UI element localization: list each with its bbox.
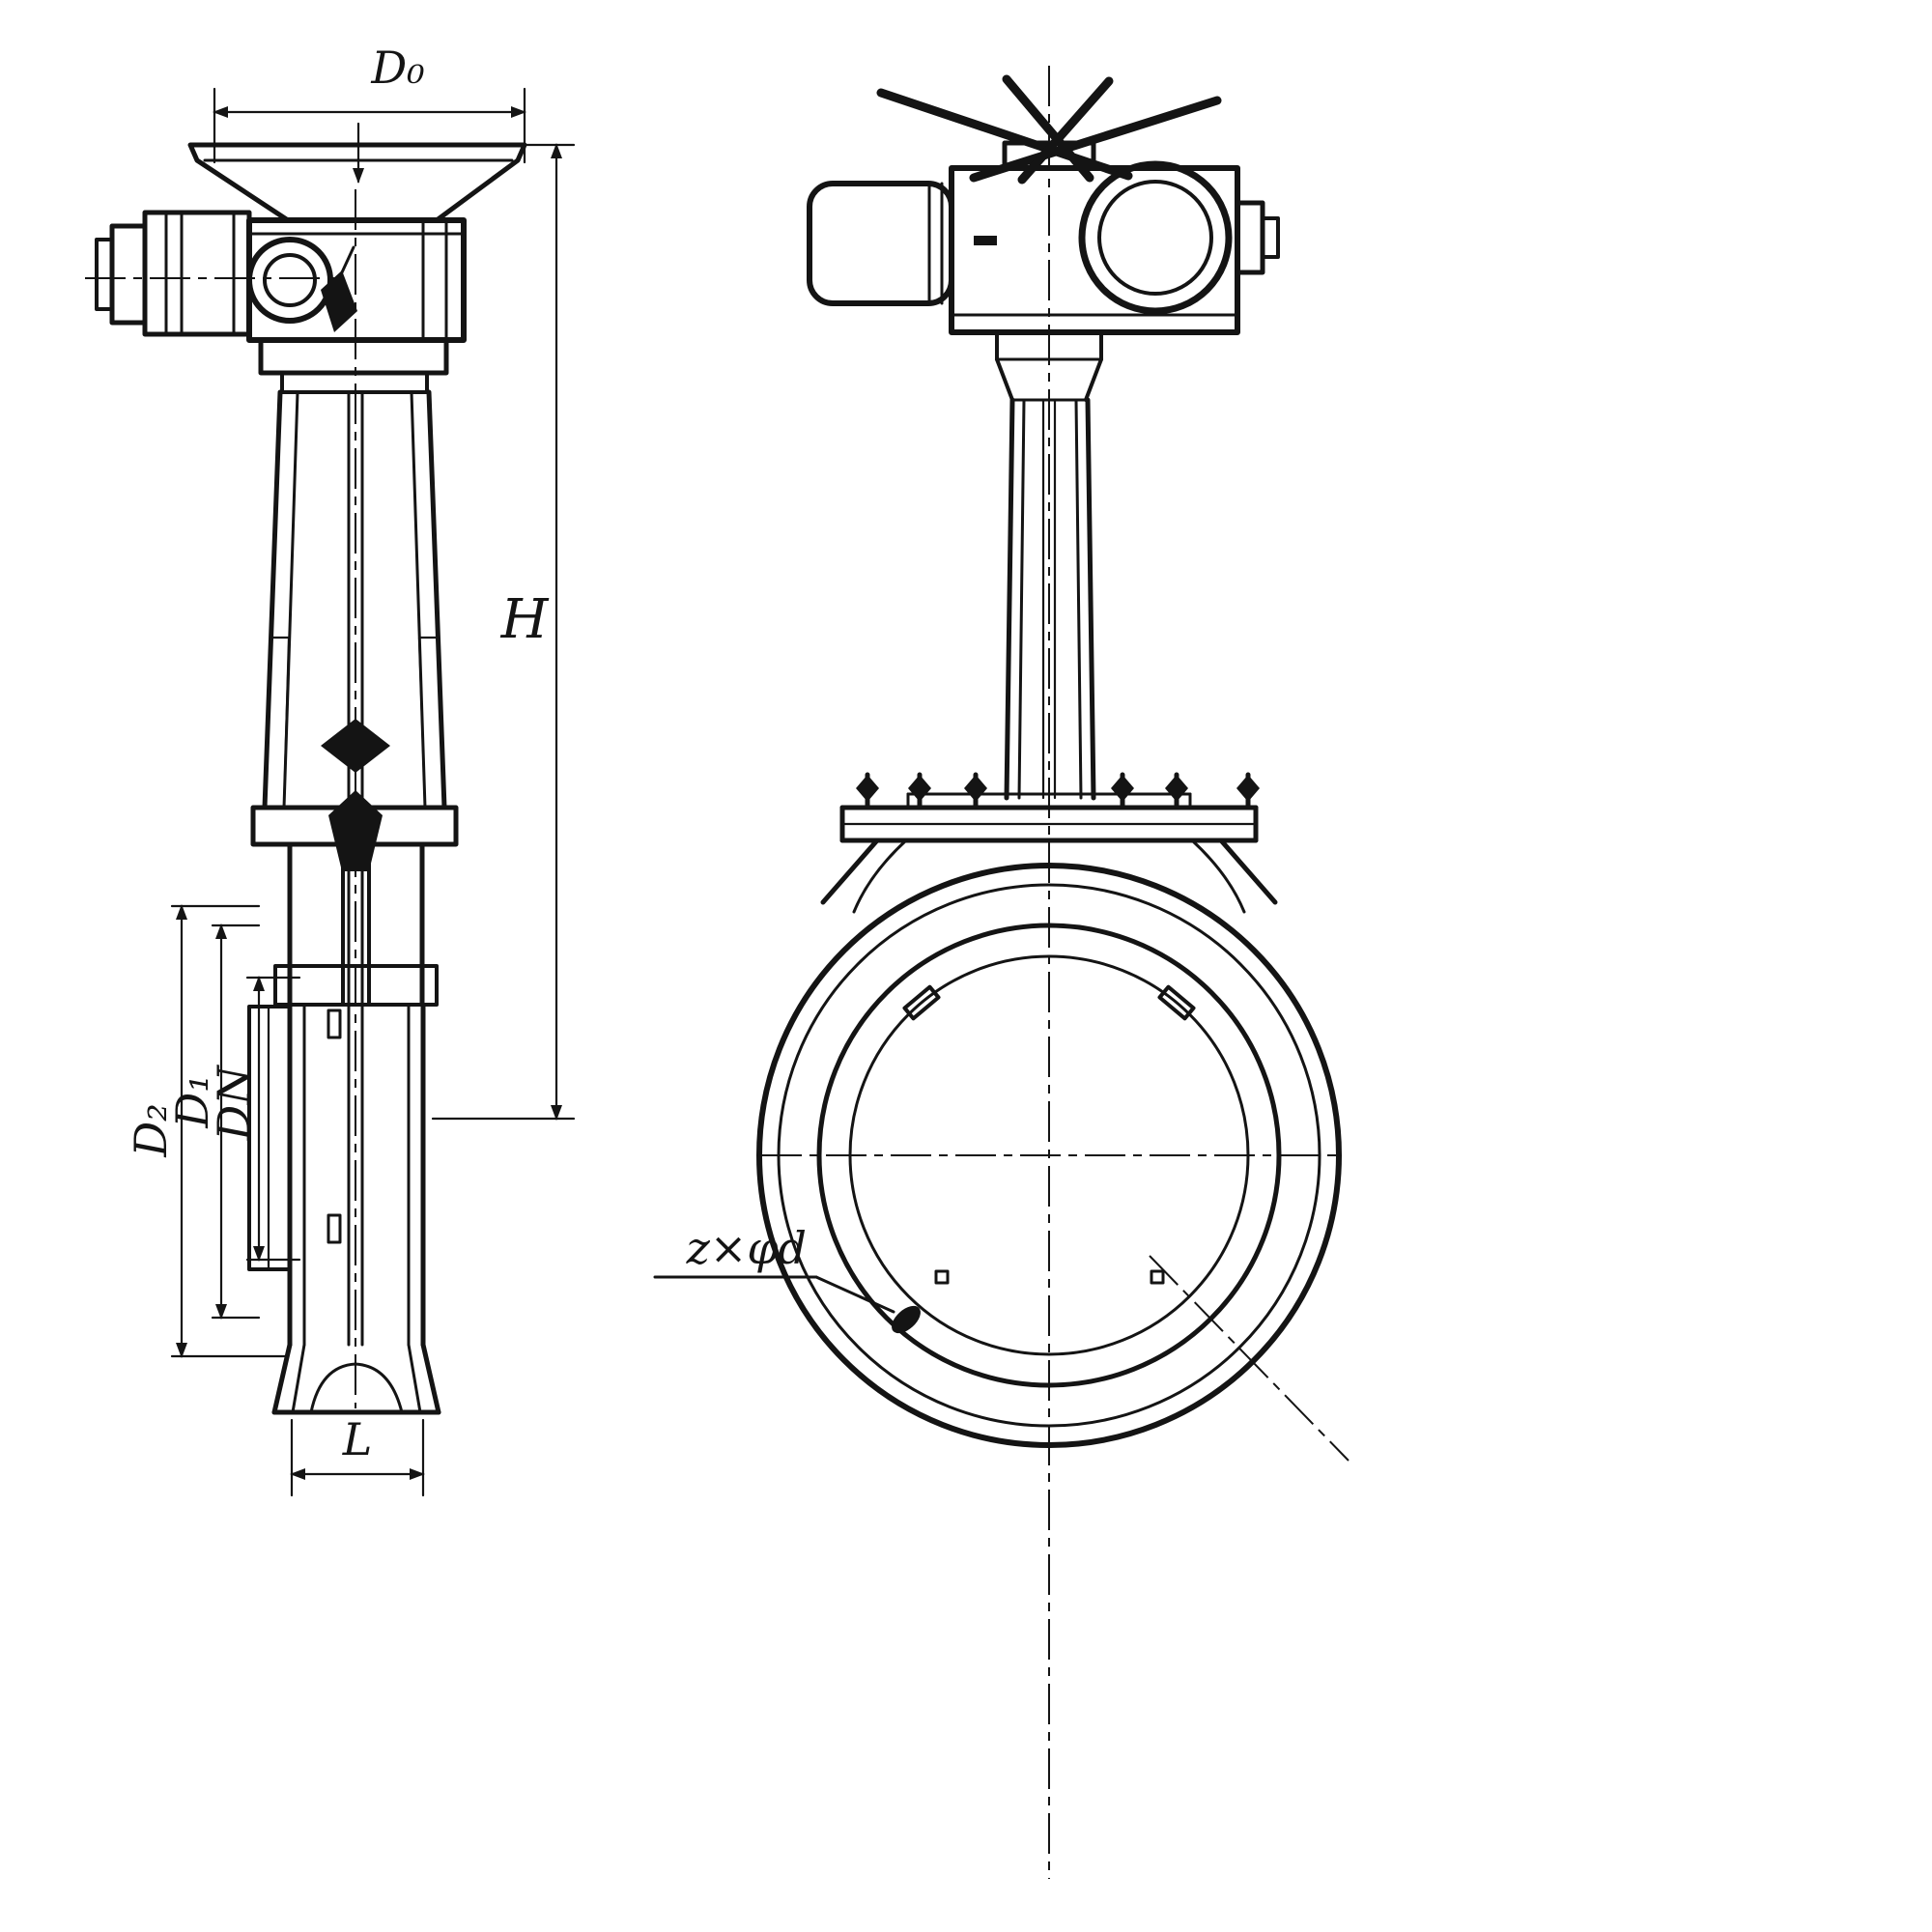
label-h: H [500, 588, 550, 651]
dimension-l [290, 1418, 425, 1497]
diagonal-centerline [1149, 1255, 1350, 1462]
label-d2: D₂ [125, 1103, 177, 1157]
gland-plate [839, 772, 1260, 843]
label-d1: D₁ [166, 1074, 218, 1128]
stem-column-front [1004, 397, 1096, 801]
body-outer-circle [756, 863, 1342, 1448]
valve-body-front [756, 863, 1350, 1462]
actuator-lever [321, 270, 357, 332]
label-dn: DN [208, 1065, 260, 1142]
bolt-hole-mark [892, 1305, 921, 1334]
actuator-mount-flange [258, 337, 449, 394]
gland-bolts [856, 772, 1260, 810]
valve-body-section [273, 841, 439, 1039]
labels: D₀ H D₂ D₁ DN L z×φd [125, 42, 807, 1465]
label-d0: D₀ [370, 42, 424, 94]
actuator-motor-front [807, 181, 954, 306]
left-view-section [85, 87, 576, 1497]
dimension-d2 [170, 904, 288, 1358]
actuator-port-circle [246, 237, 333, 324]
dimension-h [431, 143, 576, 1121]
bonnet-flange [250, 805, 459, 847]
actuator-motor-side [85, 210, 344, 337]
dimension-d0 [213, 87, 526, 184]
bottom-foot [271, 1342, 441, 1415]
dimension-d1 [211, 923, 261, 1320]
lower-body [247, 1002, 426, 1348]
actuator-bracket [995, 330, 1103, 402]
right-view-front [653, 66, 1350, 1879]
stem-nut-detail [321, 719, 390, 871]
label-l: L [342, 1413, 373, 1465]
label-z-phi-d: z×φd [686, 1222, 807, 1274]
dimension-dn [245, 976, 301, 1262]
body-shoulder [820, 838, 1278, 914]
bolt-hole-callout [653, 1275, 921, 1334]
actuator-body-front [949, 160, 1280, 335]
handwheel-rim-front [1078, 160, 1233, 315]
